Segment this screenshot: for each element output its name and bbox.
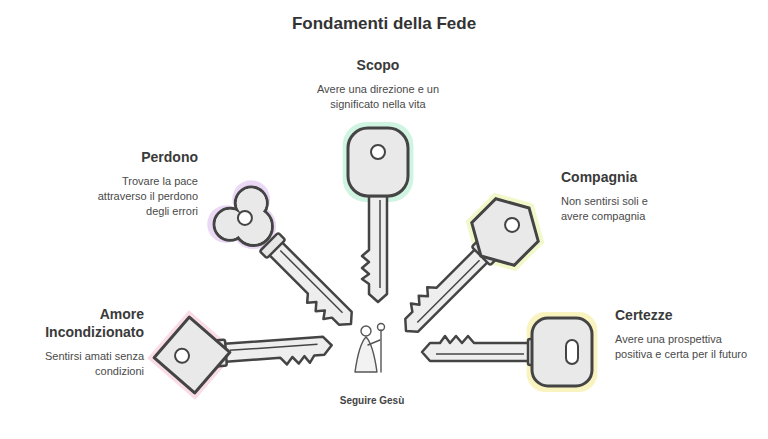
key-head <box>348 128 408 196</box>
key-head <box>151 314 232 395</box>
concept-description: Non sentirsi soli e avere compagnia <box>561 194 673 224</box>
key-hole <box>502 215 522 235</box>
figure-head <box>361 326 371 336</box>
key-head <box>343 122 414 202</box>
concept-description: Sentirsi amati senza condizioni <box>4 349 144 379</box>
key-glow <box>144 307 240 403</box>
key-glow <box>527 312 598 392</box>
key-slot <box>566 340 578 364</box>
concept-heading: Certezze <box>615 306 757 324</box>
key-hole <box>175 348 190 363</box>
key-groove <box>417 260 479 322</box>
key-head <box>460 187 551 278</box>
concept-heading: Scopo <box>293 56 463 74</box>
figure-staff <box>380 330 381 372</box>
key-head <box>527 312 598 392</box>
concept-block: ScopoAvere una direzione e un significat… <box>293 56 463 112</box>
concept-heading: Compagnia <box>561 168 673 186</box>
concept-description: Trovare la pace attraverso il perdono de… <box>76 174 198 219</box>
key-icon <box>144 301 335 403</box>
key-shaft <box>221 336 332 369</box>
concept-block: Amore IncondizionatoSentirsi amati senza… <box>4 305 144 379</box>
concept-description: Avere una prospettiva positiva e certa p… <box>615 332 757 362</box>
key-head <box>144 307 240 403</box>
concept-block: CertezzeAvere una prospettiva positiva e… <box>615 306 757 362</box>
concept-block: PerdonoTrovare la pace attraverso il per… <box>76 148 198 219</box>
figure-caption: Seguire Gesù <box>340 395 404 406</box>
key-glow <box>343 122 414 202</box>
key-icon <box>199 172 376 349</box>
key-head <box>532 318 592 386</box>
figure-staff-top <box>378 324 385 331</box>
key-groove <box>436 353 524 355</box>
key-head <box>229 202 278 251</box>
key-shaft <box>262 240 357 335</box>
key-shaft <box>362 192 387 302</box>
concept-block: CompagniaNon sentirsi soli e avere compa… <box>561 168 673 224</box>
key-hole <box>235 208 255 228</box>
key-shaft <box>395 242 490 337</box>
diagram-title: Fondamenti della Fede <box>0 14 768 34</box>
key-groove <box>230 344 318 350</box>
concept-heading: Perdono <box>76 148 198 166</box>
key-groove <box>280 250 342 312</box>
key-icon <box>422 312 597 392</box>
key-icon <box>343 122 414 302</box>
concept-description: Avere una direzione e un significato nel… <box>293 82 463 112</box>
key-shaft <box>422 336 532 361</box>
figure-icon <box>355 324 385 373</box>
key-groove <box>379 200 381 288</box>
figure-arm <box>368 340 380 345</box>
key-hole <box>371 145 385 159</box>
concept-heading: Amore Incondizionato <box>4 305 144 341</box>
